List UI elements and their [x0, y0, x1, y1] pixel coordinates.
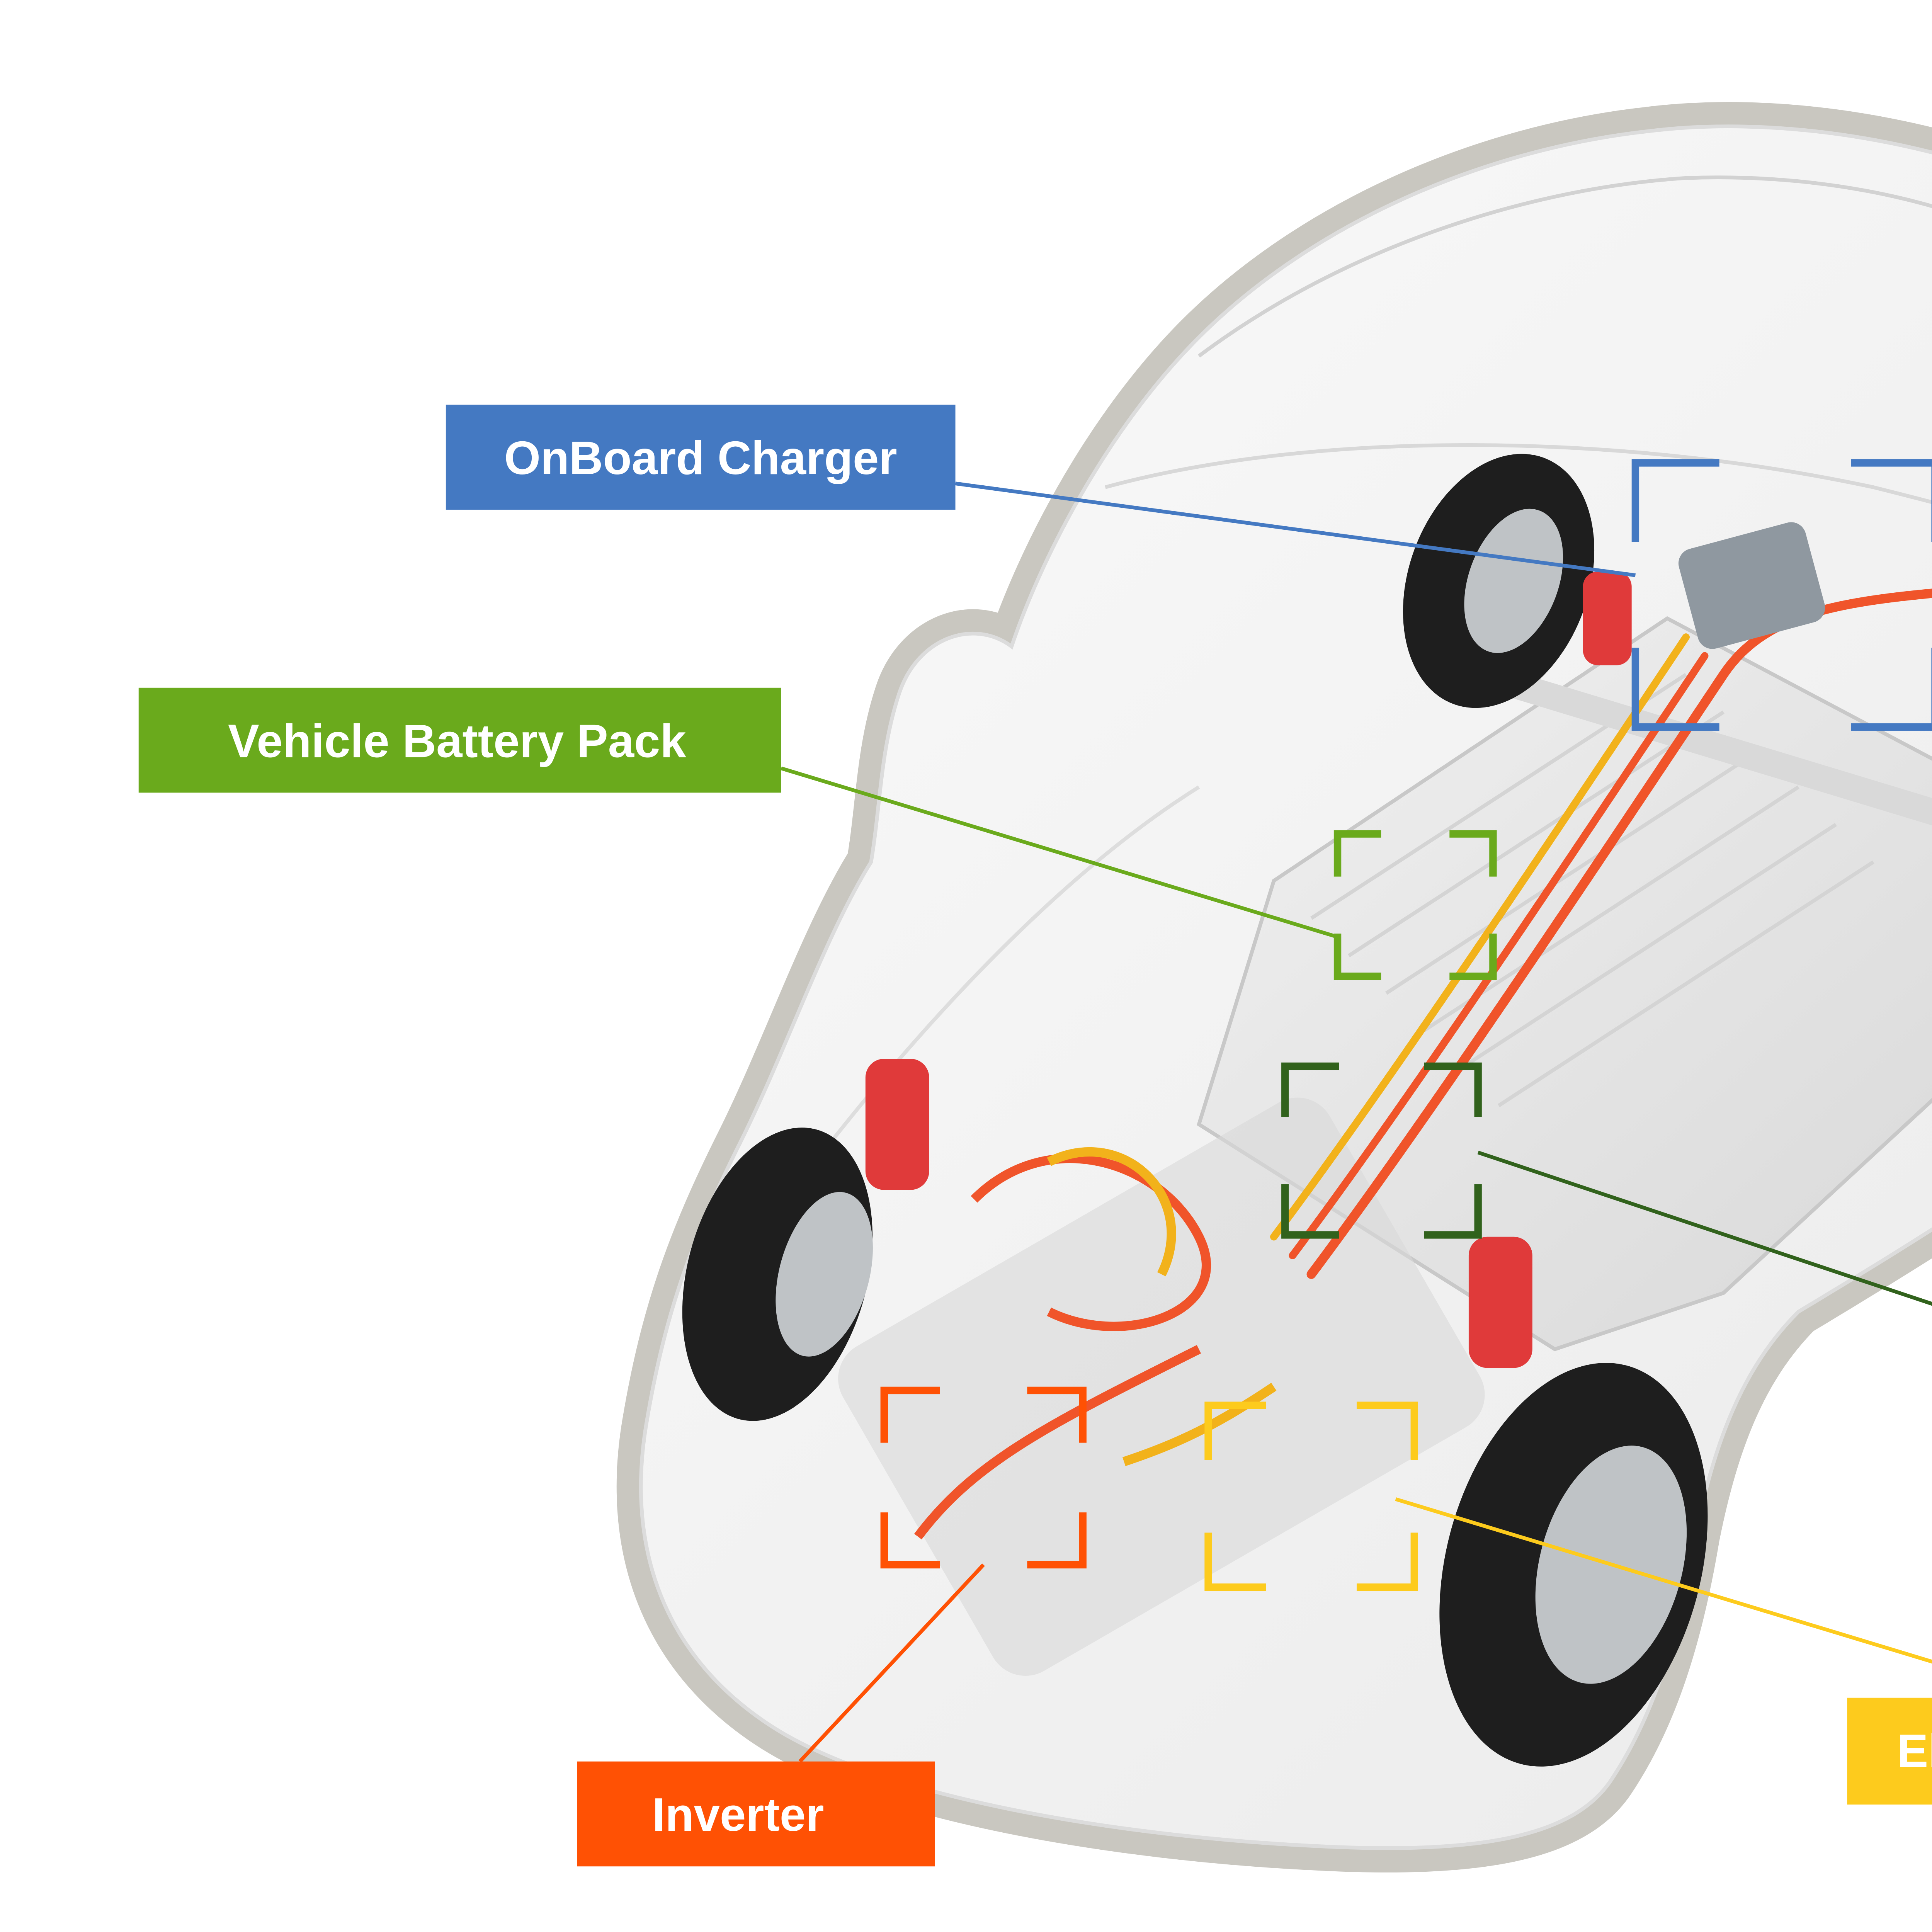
windshield-line: [1105, 443, 1932, 504]
bracket-corner-top-left: [1281, 1062, 1339, 1117]
bracket-corner-bottom-right: [1851, 648, 1932, 731]
label-inverter[interactable]: Inverter: [577, 1761, 935, 1867]
bracket-corner-top-right: [1356, 1401, 1418, 1460]
inverter-cable: [914, 1345, 1201, 1540]
spring-front-left: [865, 1059, 929, 1190]
focus-bracket-electric-motor: [1204, 1401, 1418, 1591]
component-labels: OnBoard Charger Vehicle Battery Pack Cha…: [138, 405, 1932, 1867]
leader-lines: [781, 481, 1932, 1763]
bracket-corner-bottom-left: [1333, 934, 1381, 980]
label-box-vehicle-battery-pack: [138, 687, 781, 793]
bracket-corner-top-left: [1204, 1401, 1266, 1460]
focus-bracket-inverter: [880, 1386, 1087, 1569]
bracket-corner-top-right: [1424, 1062, 1482, 1117]
bracket-corner-bottom-right: [1027, 1512, 1087, 1569]
battery-ribs: [1310, 673, 1874, 1107]
bracket-corner-bottom-left: [1631, 648, 1719, 731]
car-illustration: [616, 102, 1932, 1872]
label-vehicle-battery-pack[interactable]: Vehicle Battery Pack: [138, 687, 781, 793]
bracket-corner-bottom-right: [1449, 934, 1497, 980]
bracket-corner-bottom-left: [1281, 1184, 1339, 1239]
focus-bracket-onboard-charger: [1631, 459, 1932, 731]
bracket-corner-bottom-left: [880, 1512, 940, 1569]
label-text-inverter: Inverter: [652, 1788, 824, 1841]
label-box-electric-motor: [1847, 1697, 1932, 1805]
wheel-front-left: [682, 1128, 873, 1421]
side-line: [785, 785, 1200, 1201]
label-onboard-charger[interactable]: OnBoard Charger: [446, 405, 956, 510]
front-drivetrain: [838, 1097, 1485, 1676]
bracket-corner-top-right: [1449, 830, 1497, 877]
leader-line-inverter: [798, 1563, 985, 1763]
spring-rear-left: [1583, 571, 1632, 665]
label-text-vehicle-battery-pack: Vehicle Battery Pack: [228, 714, 686, 767]
label-text-onboard-charger: OnBoard Charger: [504, 432, 897, 484]
bracket-corner-top-left: [1631, 459, 1719, 543]
label-box-inverter: [577, 1761, 935, 1867]
label-electric-motor[interactable]: Electric Motor: [1847, 1697, 1932, 1805]
bracket-corner-bottom-left: [1204, 1532, 1266, 1591]
bracket-corner-top-left: [1333, 830, 1381, 877]
obc-unit: [1678, 522, 1825, 649]
roof-line: [1197, 175, 1932, 358]
label-box-onboard-charger: [446, 405, 956, 510]
focus-bracket-battery-management-system: [1281, 1062, 1482, 1239]
leader-line-onboard-charger: [955, 481, 1636, 577]
hv-cable-2: [1289, 652, 1709, 1259]
leader-line-bms: [1477, 1150, 1932, 1306]
focus-bracket-vehicle-battery-pack: [1333, 830, 1497, 980]
bracket-corner-top-right: [1027, 1386, 1087, 1443]
bracket-corner-bottom-right: [1424, 1184, 1482, 1239]
label-text-electric-motor: Electric Motor: [1897, 1725, 1932, 1777]
front-cable-loop-2: [1047, 1147, 1176, 1277]
lv-cable: [1270, 633, 1690, 1241]
motor-cable: [1122, 1383, 1277, 1466]
bracket-corner-top-left: [880, 1386, 940, 1443]
focus-brackets: [880, 459, 1932, 1591]
bracket-corner-top-right: [1851, 459, 1932, 543]
leader-line-electric-motor: [1395, 1497, 1932, 1664]
bracket-corner-bottom-right: [1356, 1532, 1418, 1591]
wheel-rear-left: [1403, 454, 1595, 708]
hv-cable: [1306, 588, 1932, 1279]
spring-front-right: [1468, 1236, 1532, 1368]
leader-line-vehicle-battery-pack: [781, 766, 1338, 939]
wheel-front-right: [1439, 1363, 1708, 1767]
